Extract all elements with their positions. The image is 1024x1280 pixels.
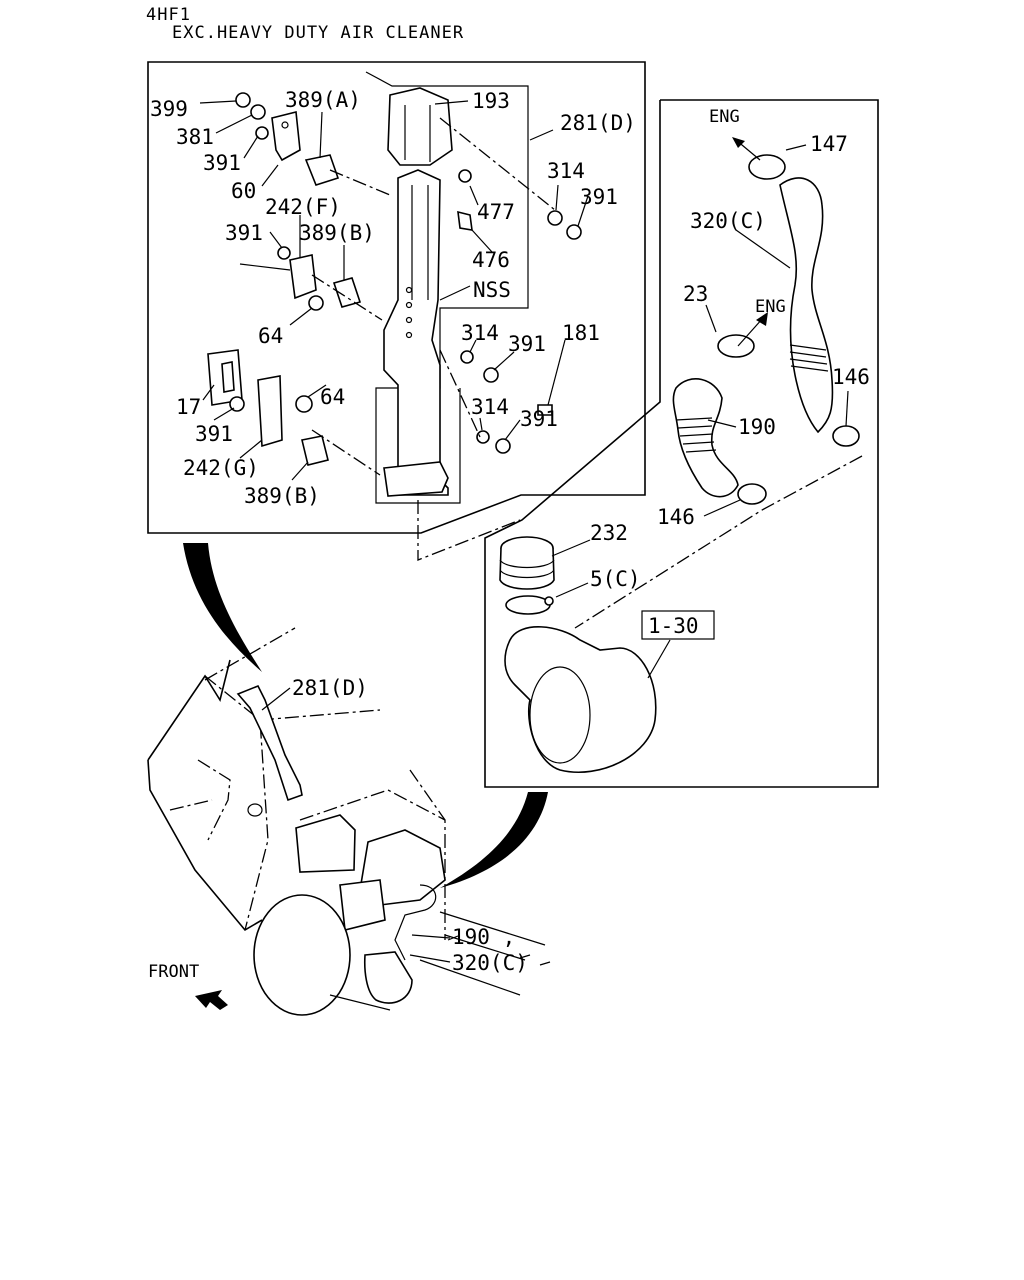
callout-477: 477: [477, 200, 515, 224]
callout-320c: 320(C): [690, 209, 766, 233]
hose-320c: [748, 154, 860, 447]
callout-190-bottom: 190 ,: [452, 925, 515, 949]
callout-391-c: 391: [225, 221, 263, 245]
callout-181: 181: [562, 321, 600, 345]
label-box-1-30: [641, 610, 715, 640]
callout-190: 190: [738, 415, 776, 439]
label-front: FRONT: [148, 962, 199, 982]
leader-lines-box2: [417, 144, 863, 679]
callout-281d-bottom: 281(D): [292, 676, 368, 700]
callout-391-d: 391: [508, 332, 546, 356]
rubber-elbow-232: [499, 536, 555, 615]
hose-190: [672, 334, 767, 505]
front-arrow-icon: [195, 990, 228, 1010]
callout-391-e: 391: [195, 422, 233, 446]
leader-lines-box1: [199, 100, 589, 481]
callout-193: 193: [472, 89, 510, 113]
callout-swoop-right: [440, 792, 548, 888]
callout-23: 23: [683, 282, 708, 306]
callout-314-a: 314: [547, 159, 585, 183]
callout-476: 476: [472, 248, 510, 272]
stack-pipe-281d: [383, 87, 453, 497]
assembly-dash-lines: [311, 117, 556, 476]
callout-281d-top: 281(D): [560, 111, 636, 135]
callout-391-a: 391: [203, 151, 241, 175]
callout-1-30: 1-30: [648, 614, 699, 638]
callout-391-f: 391: [520, 407, 558, 431]
callout-314-c: 314: [471, 395, 509, 419]
diagram-subtitle: EXC.HEAVY DUTY AIR CLEANER: [172, 23, 464, 43]
callout-389b-b: 389(B): [244, 484, 320, 508]
callout-399: 399: [150, 97, 188, 121]
callout-320c-bottom: 320(C): [452, 951, 528, 975]
callout-swoop-left: [183, 543, 262, 672]
callout-146-b: 146: [657, 505, 695, 529]
callout-242f: 242(F): [265, 195, 341, 219]
label-eng-mid: ENG: [755, 297, 786, 317]
label-eng-top: ENG: [709, 107, 740, 127]
callout-391-b: 391: [580, 185, 618, 209]
callout-232: 232: [590, 521, 628, 545]
callout-64-a: 64: [258, 324, 283, 348]
hardware-group-top: [207, 92, 582, 466]
callout-146-a: 146: [832, 365, 870, 389]
detail-box-hoses: [484, 99, 879, 788]
callout-17: 17: [176, 395, 201, 419]
callout-nss: NSS: [473, 278, 511, 302]
detail-box-stack: [147, 61, 646, 534]
callout-381: 381: [176, 125, 214, 149]
model-code: 4HF1: [146, 5, 191, 25]
callout-242g: 242(G): [183, 456, 259, 480]
callout-60: 60: [231, 179, 256, 203]
callout-5c: 5(C): [590, 567, 641, 591]
callout-389b-a: 389(B): [299, 221, 375, 245]
callout-389a: 389(A): [285, 88, 361, 112]
callout-64-b: 64: [320, 385, 345, 409]
vehicle-overview: [147, 627, 551, 1016]
callout-147: 147: [810, 132, 848, 156]
eng-arrow-icon: [732, 137, 768, 347]
leader-lines-overview: [261, 687, 451, 963]
air-cleaner-1-30: [504, 626, 657, 773]
callout-314-b: 314: [461, 321, 499, 345]
